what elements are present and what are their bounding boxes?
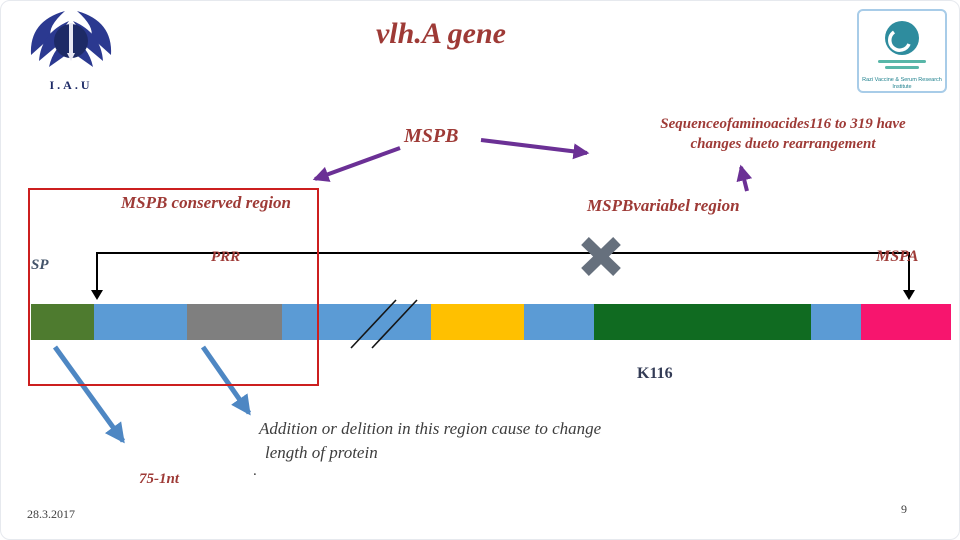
mspb-arrow-to-variable	[480, 138, 590, 160]
stray-period: .	[253, 463, 257, 479]
slide-title: vlh.A gene	[375, 17, 506, 50]
mspb-label: MSPB	[404, 125, 459, 147]
mspa-label: MSPA	[876, 248, 919, 265]
x-mark-icon	[581, 237, 621, 276]
x-mark-icon	[581, 237, 621, 276]
span-down-arrowhead-right	[903, 290, 915, 300]
mspa-pink-segment	[861, 304, 951, 340]
razi-logo: Razi Vaccine & Serum Research Institute	[857, 9, 947, 93]
conserved-region-outline	[28, 188, 319, 386]
variable-dark-green-segment	[594, 304, 811, 340]
conserved-region-label: MSPB conserved region	[121, 193, 291, 212]
yellow-segment	[431, 304, 524, 340]
prr-segment	[187, 304, 282, 340]
iau-caption: I.A.U	[49, 78, 93, 92]
conserved-blue-segment	[94, 304, 187, 340]
sequence-note-line1: Sequenceofaminoacides116 to 319 have	[660, 116, 906, 132]
k116-label: K116	[637, 365, 673, 382]
gene-bar	[31, 304, 951, 340]
iau-eagle-icon	[30, 11, 112, 67]
blue-segment	[524, 304, 594, 340]
blue-segment	[811, 304, 861, 340]
addition-note-line1: Addition or delition in this region caus…	[259, 419, 602, 438]
variable-region-label: MSPBvariabel region	[587, 196, 740, 215]
razi-caption: Razi Vaccine & Serum Research Institute	[862, 77, 942, 90]
variable-note-arrow-up	[736, 164, 753, 192]
page-number: 9	[901, 502, 907, 516]
sequence-note-line2: changes dueto rearrangement	[690, 135, 876, 152]
addition-note-line2: length of protein	[265, 442, 378, 462]
iau-logo: I.A.U	[25, 3, 117, 93]
sp-segment	[31, 304, 94, 340]
mspb-arrow-to-conserved	[312, 146, 401, 182]
addition-note: Addition or delition in this region caus…	[259, 417, 601, 465]
nt-label: 75-1nt	[139, 471, 180, 487]
sp-label: SP	[31, 257, 49, 273]
prr-label: PRR	[211, 249, 241, 265]
razi-emblem-icon	[878, 21, 926, 69]
slide-date: 28.3.2017	[27, 507, 75, 521]
sequence-note: Sequenceofaminoacides116 to 319 have cha…	[609, 115, 957, 154]
